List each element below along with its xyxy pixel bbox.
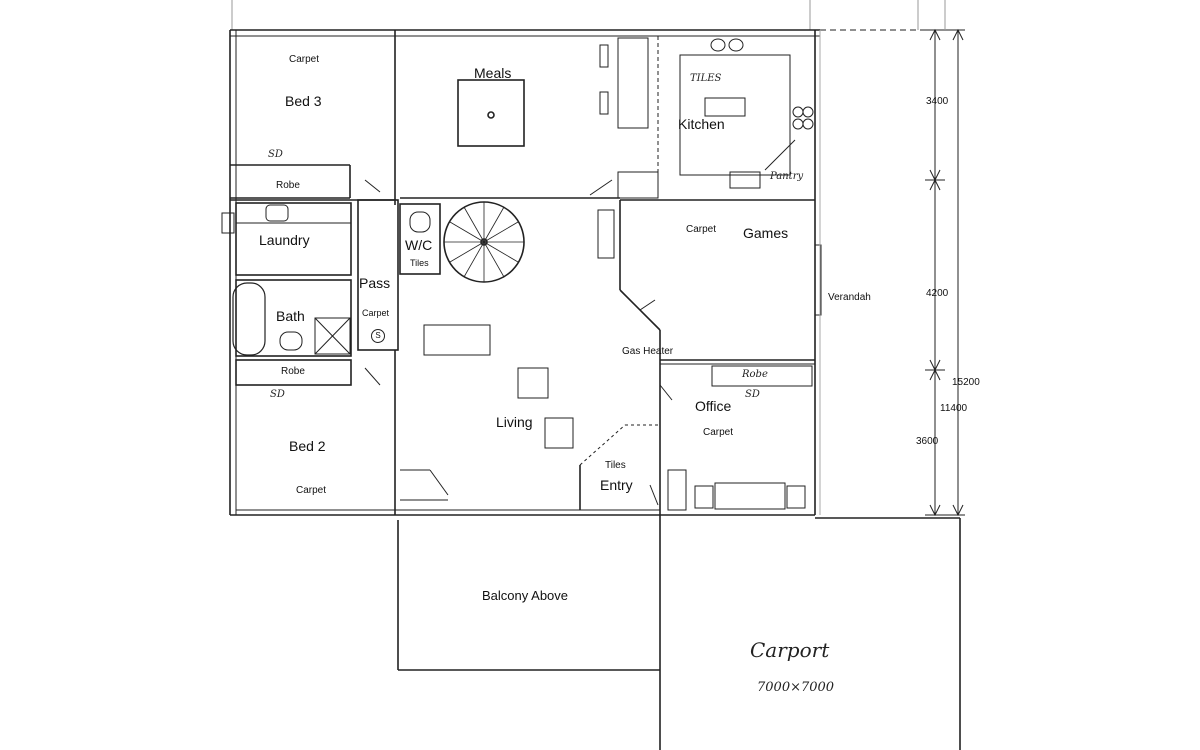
walls	[221, 0, 961, 750]
pantry-note: Pantry	[770, 171, 804, 182]
bed3-carpet-note: Carpet	[289, 54, 320, 65]
robe-lower-label: Robe	[281, 366, 305, 377]
office-robe-note: Robe	[742, 369, 768, 380]
sd-upper-note: SD	[268, 149, 283, 160]
office-room-label: Office	[695, 398, 732, 414]
carport-size-note: 7000×7000	[757, 680, 835, 695]
dimension-11400: 11400	[940, 403, 968, 414]
kitchen-room-label: Kitchen	[678, 116, 725, 132]
dimension-3600: 3600	[916, 436, 939, 447]
meals-room-label: Meals	[474, 65, 512, 81]
bed3-room-label: Bed 3	[285, 93, 322, 109]
dimension-3400: 3400	[926, 96, 949, 107]
gas-heater-note: Gas Heater	[622, 346, 674, 357]
balcony-label: Balcony Above	[482, 588, 569, 603]
bath-room-label: Bath	[276, 308, 305, 324]
games-carpet-note: Carpet	[686, 224, 717, 235]
verandah-label: Verandah	[828, 292, 871, 303]
smoke-detector-symbol: S	[371, 329, 385, 343]
games-room-label: Games	[743, 225, 789, 241]
robe-upper-label: Robe	[276, 180, 300, 191]
laundry-room-label: Laundry	[259, 232, 310, 248]
door-swings	[364, 179, 659, 506]
entry-room-label: Entry	[600, 477, 633, 493]
pass-room-label: Pass	[359, 275, 391, 291]
wc-tiles-note: Tiles	[410, 258, 429, 268]
dimension-lines	[917, 0, 965, 517]
wc-room-label: W/C	[405, 237, 433, 253]
carport-label: Carport	[750, 638, 830, 662]
pass-carpet-note: Carpet	[362, 308, 390, 318]
entry-tiles-note: Tiles	[605, 460, 626, 471]
bed2-carpet-note: Carpet	[296, 485, 327, 496]
sd-lower-note: SD	[270, 389, 285, 400]
kitchen-tiles-note: TILES	[690, 73, 722, 84]
office-carpet-note: Carpet	[703, 427, 734, 438]
sd-office-note: SD	[745, 389, 760, 400]
living-room-label: Living	[496, 414, 533, 430]
bed2-room-label: Bed 2	[289, 438, 326, 454]
dimension-15200: 15200	[952, 377, 980, 388]
dimension-4200: 4200	[926, 288, 949, 299]
